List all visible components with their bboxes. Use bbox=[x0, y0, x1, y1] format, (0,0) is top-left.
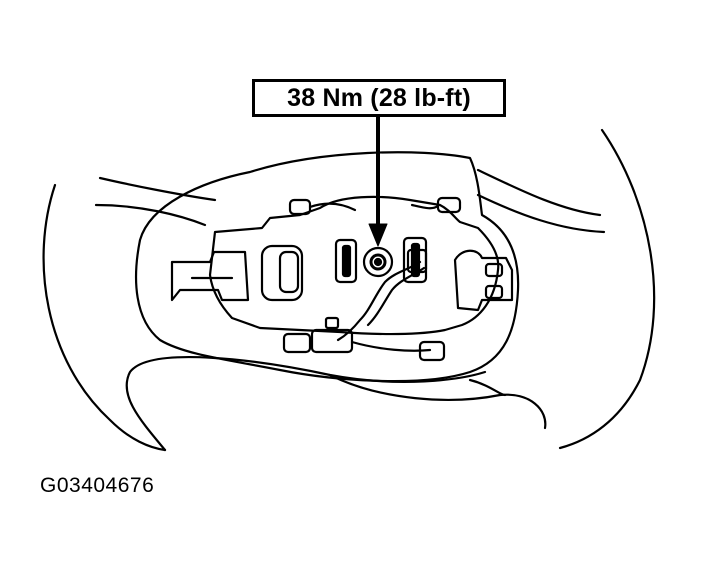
bottom-spoke-inner bbox=[468, 378, 507, 397]
right-clip bbox=[453, 249, 514, 312]
rim-inner-top-right bbox=[476, 168, 602, 217]
center-bolt-inner bbox=[369, 253, 387, 271]
lower-connector-line bbox=[350, 340, 432, 352]
wheel-rim-right bbox=[558, 128, 656, 450]
bottom-spoke-lower bbox=[328, 373, 547, 430]
torque-spec-label: 38 Nm (28 lb-ft) bbox=[287, 83, 471, 112]
center-bolt-outer bbox=[362, 246, 394, 278]
hub-body bbox=[135, 151, 520, 383]
right-clip-tab bbox=[484, 262, 504, 278]
wire-harness bbox=[336, 260, 422, 342]
center-bolt-core bbox=[373, 257, 383, 267]
center-lug-right-inner bbox=[410, 242, 421, 278]
wire-harness-2 bbox=[366, 266, 426, 327]
wheel-rim-left bbox=[42, 183, 167, 452]
rim-inner-top-left bbox=[98, 176, 217, 202]
rim-inner-top-right-2 bbox=[476, 193, 606, 234]
left-block bbox=[260, 244, 304, 302]
hub-plate bbox=[208, 195, 500, 336]
torque-callout-box: 38 Nm (28 lb-ft) bbox=[252, 79, 506, 117]
figure-id-label: G03404676 bbox=[40, 474, 155, 497]
center-lug-left bbox=[334, 238, 358, 284]
leader-arrowhead bbox=[368, 223, 388, 247]
lower-connector-right bbox=[418, 340, 446, 362]
left-clip bbox=[170, 250, 250, 302]
lower-connector-left bbox=[282, 332, 312, 354]
center-lug-left-inner bbox=[341, 244, 352, 278]
bottom-spoke bbox=[125, 355, 487, 452]
lower-connector-small bbox=[324, 316, 340, 330]
top-tab-bridge bbox=[308, 202, 357, 212]
wire-connector bbox=[406, 248, 428, 274]
top-tab-bridge-2 bbox=[410, 203, 440, 210]
right-clip-tab-2 bbox=[484, 284, 504, 300]
left-block-inner bbox=[278, 250, 300, 294]
